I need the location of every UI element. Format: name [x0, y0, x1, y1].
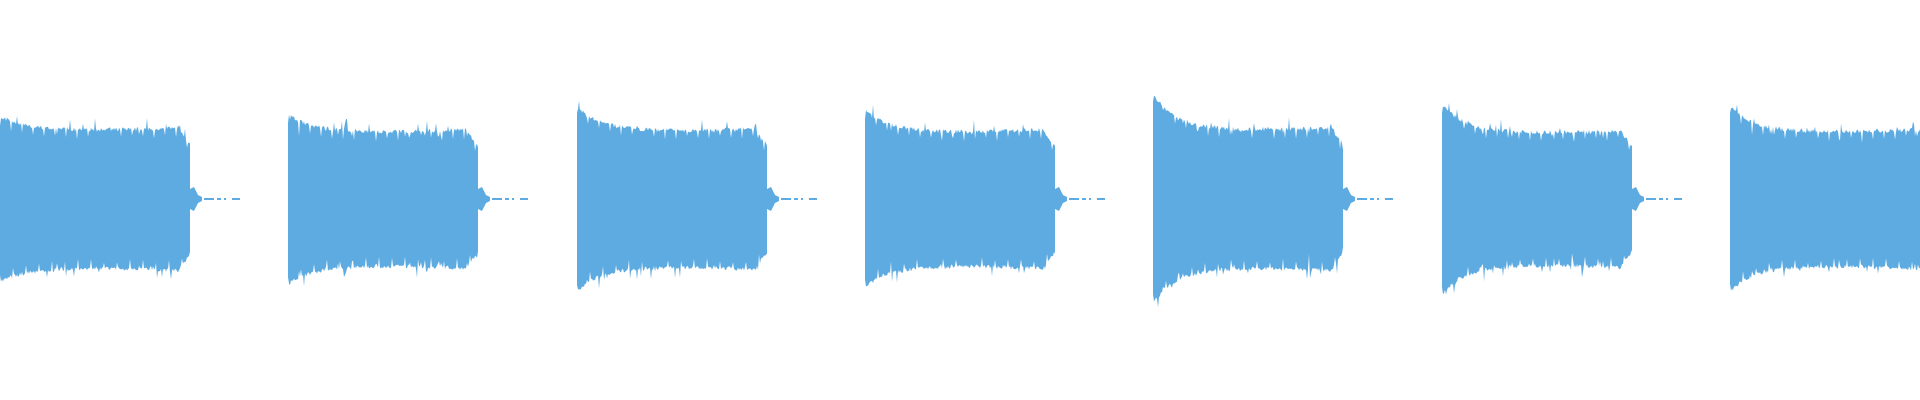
waveform-body: [1442, 103, 1632, 295]
waveform-body: [577, 100, 767, 290]
waveform-segment: [0, 116, 240, 282]
waveform-segment: [865, 104, 1105, 287]
waveform-segment: [1153, 95, 1393, 308]
waveform-body: [288, 114, 478, 287]
release-blip: [1343, 187, 1355, 211]
waveform-body: [0, 116, 190, 282]
waveform-segment: [1442, 103, 1682, 295]
release-blip: [478, 187, 490, 211]
waveform-segment: [1730, 104, 1920, 291]
release-blip: [767, 187, 779, 211]
release-blip: [1055, 187, 1067, 211]
release-blip: [1632, 187, 1644, 211]
waveform-segment: [577, 100, 817, 290]
waveform-segment: [288, 114, 528, 287]
waveform-body: [865, 104, 1055, 287]
waveform-body: [1730, 104, 1920, 291]
release-blip: [190, 187, 202, 211]
waveform-body: [1153, 95, 1343, 308]
